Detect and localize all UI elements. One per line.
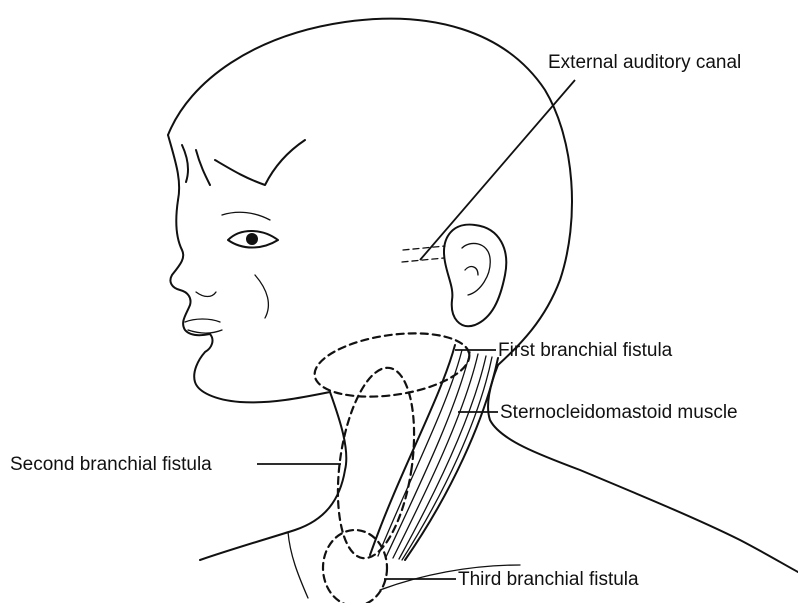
sternocleidomastoid-band bbox=[370, 345, 498, 560]
ear-inner bbox=[462, 243, 490, 295]
cheek-line bbox=[255, 275, 268, 318]
label-second-branchial-fistula: Second branchial fistula bbox=[10, 455, 212, 474]
third-branchial-region bbox=[323, 530, 387, 603]
neck-back bbox=[488, 365, 798, 572]
jaw-neck-front bbox=[200, 392, 346, 560]
label-sternocleidomastoid-muscle: Sternocleidomastoid muscle bbox=[500, 403, 738, 422]
auditory-canal-marks bbox=[402, 246, 445, 262]
hairline bbox=[168, 135, 305, 200]
neck-front-lower bbox=[288, 532, 308, 598]
label-first-branchial-fistula: First branchial fistula bbox=[498, 341, 672, 360]
pupil bbox=[246, 233, 258, 245]
leader-external-auditory-canal bbox=[420, 80, 575, 260]
lips bbox=[185, 319, 222, 333]
head-outline bbox=[168, 19, 572, 365]
ear bbox=[444, 225, 506, 327]
nostril bbox=[196, 292, 216, 297]
eyebrow bbox=[222, 212, 270, 220]
label-external-auditory-canal: External auditory canal bbox=[548, 53, 741, 72]
label-third-branchial-fistula: Third branchial fistula bbox=[458, 570, 639, 589]
